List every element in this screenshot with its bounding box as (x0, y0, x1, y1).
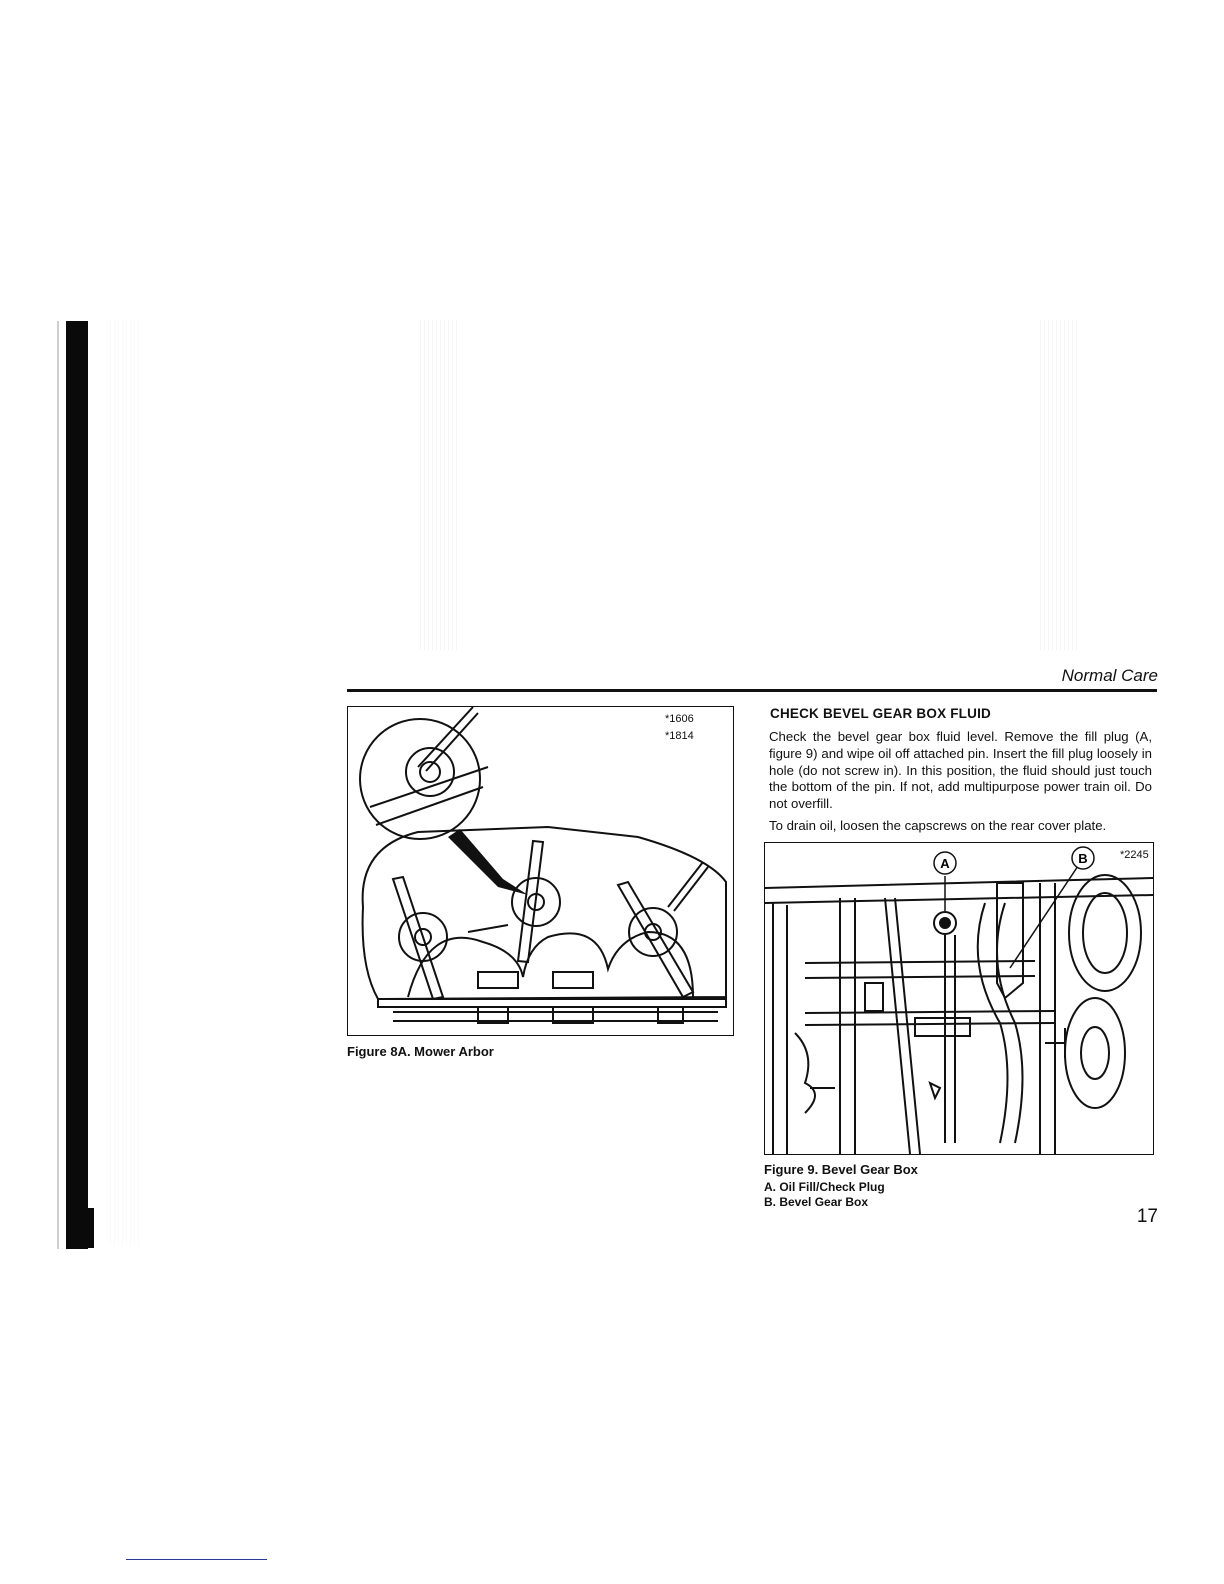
figure-9-legend-b: B. Bevel Gear Box (764, 1195, 869, 1209)
mower-deck-illustration (359, 707, 727, 1024)
binding-shadow (66, 321, 88, 1249)
scan-edge-line (57, 321, 59, 1249)
page-number: 17 (1136, 1206, 1158, 1227)
figure-8a-mower-arbor: *1606 *1814 (347, 706, 734, 1036)
scan-noise (1040, 320, 1080, 650)
header-rule (347, 689, 1157, 692)
figure-8a-caption: Figure 8A. Mower Arbor (347, 1044, 494, 1059)
binding-tab (82, 1208, 94, 1248)
callout-b: B (1078, 851, 1087, 866)
figure-9-legend-a: A. Oil Fill/Check Plug (764, 1180, 885, 1194)
figure-code: *2245 (1120, 849, 1149, 861)
callout-a: A (940, 856, 950, 871)
section-title: Normal Care (1061, 666, 1158, 685)
body-paragraph: Check the bevel gear box fluid level. Re… (769, 729, 1152, 812)
figure-code: *1606 (665, 713, 694, 725)
figure-9-caption: Figure 9. Bevel Gear Box (764, 1162, 918, 1177)
body-paragraph: To drain oil, loosen the capscrews on th… (769, 818, 1107, 833)
figure-code: *1814 (665, 730, 694, 742)
scan-noise (110, 320, 140, 1245)
footer-line (126, 1559, 267, 1560)
scan-noise (420, 320, 458, 650)
figure-9-bevel-gear-box: A B *2245 (764, 842, 1154, 1155)
bevel-gear-illustration: A B (765, 846, 1153, 1154)
section-heading: CHECK BEVEL GEAR BOX FLUID (770, 706, 991, 721)
